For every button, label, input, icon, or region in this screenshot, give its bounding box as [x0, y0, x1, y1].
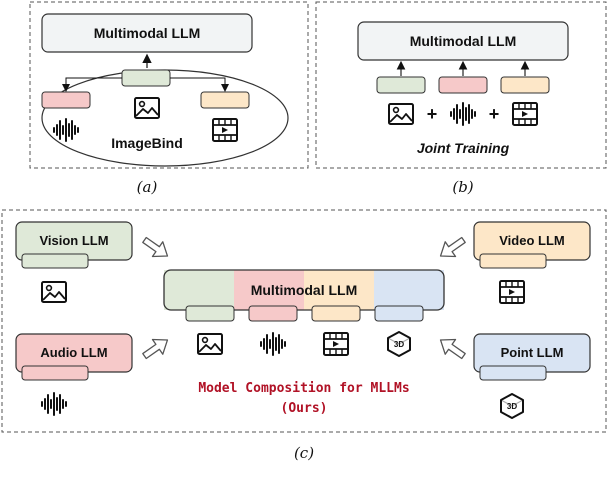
arrow-point-to-center [434, 331, 470, 365]
video-embed-tab [479, 253, 547, 269]
caption-a: (a) [137, 178, 158, 196]
panel-a-embed-orange [200, 91, 250, 109]
vision-llm-label: Vision LLM [39, 233, 108, 248]
center-tab-green [185, 305, 235, 322]
panel-a-embed-red [41, 91, 91, 109]
center-tab-blue [374, 305, 424, 322]
image-icon [197, 333, 223, 355]
center-llm-box [163, 269, 445, 311]
point-llm-label: Point LLM [501, 345, 564, 360]
panel-c-frame [1, 209, 607, 433]
audio-waveform-icon [41, 392, 67, 416]
video-icon [323, 332, 349, 356]
panel-b-embed-red [438, 76, 488, 94]
audio-waveform-icon [260, 332, 286, 356]
panel-a-frame [29, 1, 309, 169]
panel-c: Vision LLM Audio LLM Video LLM Point LLM… [1, 209, 607, 433]
panel-a: Multimodal LLM ImageBind [29, 1, 309, 169]
video-llm-label: Video LLM [499, 233, 564, 248]
caption-c: (c) [294, 444, 314, 462]
audio-embed-tab [21, 365, 89, 381]
image-icon [41, 281, 67, 303]
audio-llm-label: Audio LLM [40, 345, 107, 360]
plus-sign: + [489, 104, 500, 124]
center-llm-label: Multimodal LLM [251, 282, 358, 298]
panel-a-llm-box [41, 13, 253, 53]
image-icon [134, 97, 160, 119]
panel-a-embed-green [121, 69, 171, 87]
joint-training-label: Joint Training [417, 140, 510, 156]
video-icon [212, 118, 238, 142]
caption-b: (b) [452, 178, 473, 196]
panel-a-arrow-right [170, 77, 229, 92]
3d-cube-icon: 3D [500, 393, 524, 419]
arrow-audio-to-center [138, 331, 174, 365]
imagebind-label: ImageBind [111, 135, 183, 151]
point-embed-tab [479, 365, 547, 381]
svg-text:3D: 3D [507, 402, 517, 411]
panel-a-llm-label: Multimodal LLM [94, 25, 201, 41]
arrow-vision-to-center [138, 231, 174, 265]
arrow-video-to-center [434, 231, 470, 265]
image-icon [388, 103, 414, 125]
panel-b-frame [315, 1, 607, 169]
video-icon [499, 280, 525, 304]
panel-b-embed-green [376, 76, 426, 94]
center-segment-green [164, 270, 234, 310]
plus-sign: + [427, 104, 438, 124]
audio-waveform-icon [450, 102, 476, 126]
panel-b-llm-box [357, 21, 569, 61]
video-icon [512, 102, 538, 126]
panel-a-arrow-left [62, 77, 122, 92]
panel-b-llm-label: Multimodal LLM [410, 33, 517, 49]
panel-b: Multimodal LLM + + Joint Training [315, 1, 607, 169]
composition-title: Model Composition for MLLMs [198, 381, 409, 396]
3d-cube-icon: 3D [387, 331, 411, 357]
center-segment-blue [374, 270, 444, 310]
center-llm-outline [163, 269, 445, 311]
center-tab-red [248, 305, 298, 322]
composition-subtitle: (Ours) [281, 401, 328, 416]
vision-embed-tab [21, 253, 89, 269]
center-segment-orange [304, 270, 374, 310]
center-tab-orange [311, 305, 361, 322]
panel-b-embed-orange [500, 76, 550, 94]
svg-text:3D: 3D [394, 340, 404, 349]
center-segment-red [234, 270, 304, 310]
audio-waveform-icon [53, 118, 79, 142]
